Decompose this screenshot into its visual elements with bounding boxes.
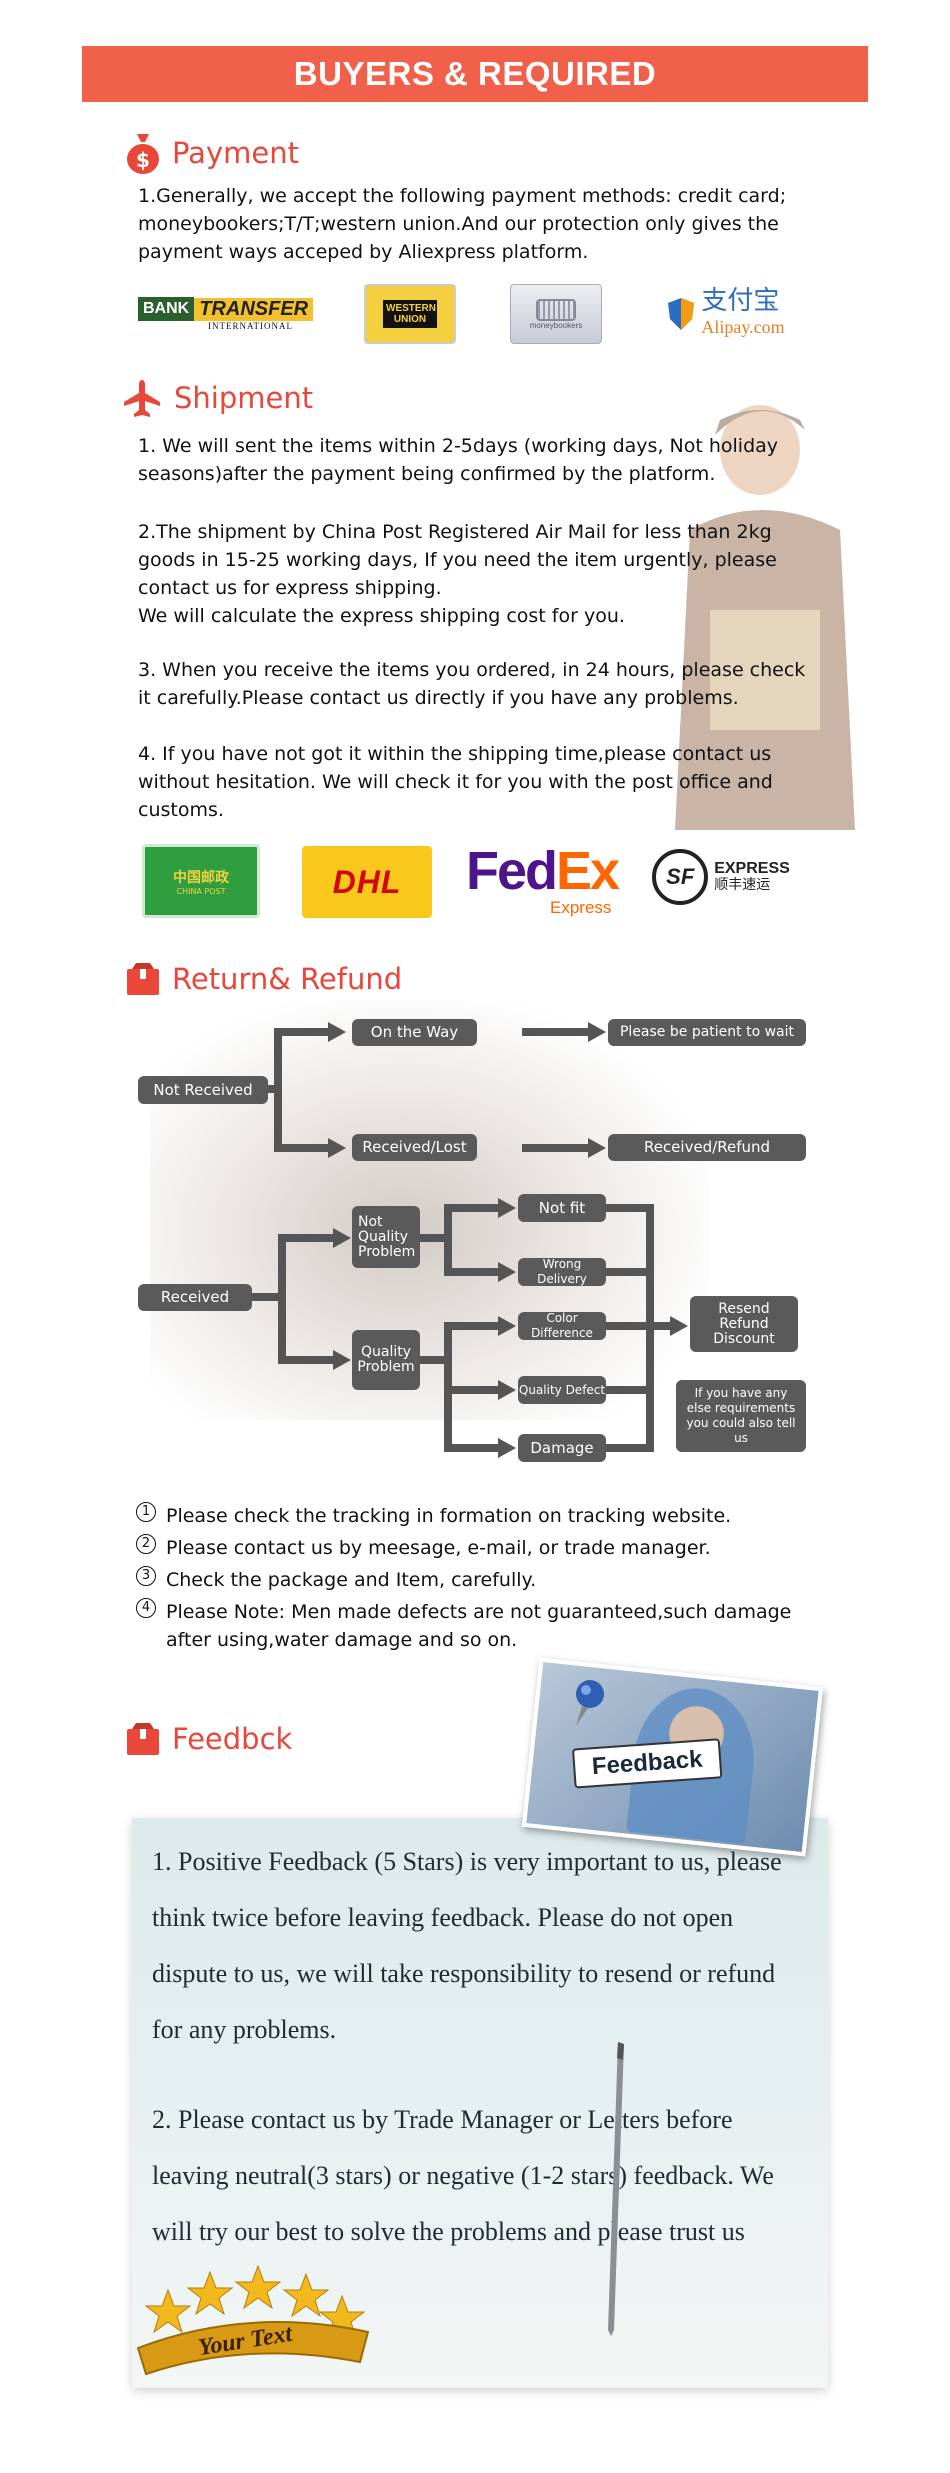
note-number: 1 [136, 1502, 156, 1522]
sf-express-logo: SF EXPRESS 顺丰速运 [648, 840, 794, 914]
shipment-p4: 4. If you have not got it within the shi… [138, 743, 773, 821]
feedback-p1: 1. Positive Feedback (5 Stars) is very i… [152, 1847, 782, 2044]
fedex-ex: Ex [556, 841, 620, 901]
bank-word: BANK [138, 297, 195, 321]
flow-patient: Please be patient to wait [608, 1019, 806, 1046]
china-post-en: CHINA POST [176, 886, 226, 896]
western-union-logo: WESTERN UNION [364, 284, 456, 344]
flow-not-fit: Not fit [518, 1194, 606, 1222]
flow-else-requirements: If you have any else requirements you co… [676, 1380, 806, 1452]
shipment-p2: 2.The shipment by China Post Registered … [138, 521, 777, 599]
stars-icon [136, 2264, 370, 2376]
alipay-en: Alipay.com [701, 317, 785, 337]
flow-received-lost: Received/Lost [352, 1134, 477, 1161]
sf-mark: SF [652, 849, 709, 905]
sf-cn: 顺丰速运 [714, 877, 771, 893]
note-number: 4 [136, 1598, 156, 1618]
note-item: 2 Please contact us by meesage, e-mail, o… [136, 1534, 816, 1566]
flow-quality: Quality Problem [352, 1330, 420, 1390]
money-bag-icon: $ [127, 134, 159, 174]
alipay-cn: 支付宝 [701, 286, 780, 316]
dhl-logo: DHL [302, 846, 432, 918]
shipment-p3: 3. When you receive the items you ordere… [138, 659, 806, 709]
note-text: Please contact us by meesage, e-mail, or… [166, 1537, 711, 1559]
flow-on-the-way: On the Way [352, 1019, 477, 1046]
card-icon [535, 298, 576, 321]
box-icon [127, 963, 159, 995]
shield-icon [668, 298, 695, 330]
fedex-sub: Express [550, 898, 612, 917]
fedex-fed: Fed [466, 841, 558, 901]
moneybookers-text: moneybookers [529, 320, 583, 330]
transfer-word: TRANSFER [194, 297, 314, 321]
flow-received-refund: Received/Refund [608, 1134, 806, 1161]
flow-color-difference: Color Difference [518, 1311, 606, 1340]
feedback-card [132, 1818, 828, 2388]
flow-quality-defect: Quality Defect [518, 1376, 606, 1404]
shipment-p1: 1. We will sent the items within 2-5days… [138, 435, 779, 485]
flow-wrong-delivery: Wrong Delivery [518, 1257, 606, 1286]
payment-heading-label: Payment [172, 136, 299, 170]
note-item: 1 Please check the tracking in formation … [136, 1502, 816, 1534]
payment-heading: $ Payment [126, 132, 299, 174]
box-icon [127, 1723, 159, 1755]
svg-text:$: $ [136, 148, 150, 172]
note-text: Check the package and Item, carefully. [166, 1569, 537, 1591]
bank-transfer-logo: BANK TRANSFER INTERNATIONAL [138, 290, 316, 338]
pencil-icon [608, 2042, 624, 2336]
flow-received: Received [138, 1284, 252, 1311]
moneybookers-logo: moneybookers [510, 284, 602, 344]
delivery-man-image [670, 380, 860, 830]
note-item: 3 Check the package and Item, carefully. [136, 1566, 816, 1598]
feedback-heading-label: Feedbck [172, 1722, 293, 1756]
shipment-heading-label: Shipment [174, 381, 314, 415]
flow-not-received: Not Received [138, 1076, 268, 1104]
alipay-logo: 支付宝 Alipay.com [646, 282, 806, 346]
feedback-heading: Feedbck [126, 1722, 292, 1756]
note-number: 3 [136, 1566, 156, 1586]
refund-heading: Return& Refund [126, 962, 402, 996]
sf-express-text: EXPRESS [714, 860, 790, 877]
bank-sub: INTERNATIONAL [208, 321, 293, 331]
page-banner: BUYERS & REQUIRED [82, 46, 868, 102]
payment-text: 1.Generally, we accept the following pay… [138, 185, 787, 263]
pushpin-icon [576, 1680, 604, 1726]
western-union-text: WESTERN UNION [383, 300, 437, 328]
feedback-p2: 2. Please contact us by Trade Manager or… [152, 2105, 774, 2246]
airplane-icon [124, 380, 160, 417]
flow-resend: Resend Refund Discount [690, 1296, 798, 1352]
flow-damage: Damage [518, 1434, 606, 1462]
note-text: Please Note: Men made defects are not gu… [166, 1601, 792, 1651]
china-post-logo: 中国邮政 CHINA POST [142, 844, 260, 918]
shipment-heading: Shipment [122, 378, 313, 418]
note-number: 2 [136, 1534, 156, 1554]
china-post-cn: 中国邮政 [173, 869, 229, 886]
flow-not-quality: Not Quality Problem [352, 1206, 420, 1268]
your-text-ribbon: Your Text [128, 2262, 378, 2382]
note-item: 4 Please Note: Men made defects are not g… [136, 1598, 816, 1654]
shipment-p2b: We will calculate the express shipping c… [138, 605, 625, 627]
refund-heading-label: Return& Refund [172, 962, 403, 996]
dhl-text: DHL [332, 863, 402, 900]
refund-notes: 1 Please check the tracking in formation … [136, 1502, 816, 1654]
fedex-logo: FedEx Express [466, 840, 636, 920]
refund-flowchart-lines [252, 1022, 688, 1458]
note-text: Please check the tracking in formation o… [166, 1505, 732, 1527]
